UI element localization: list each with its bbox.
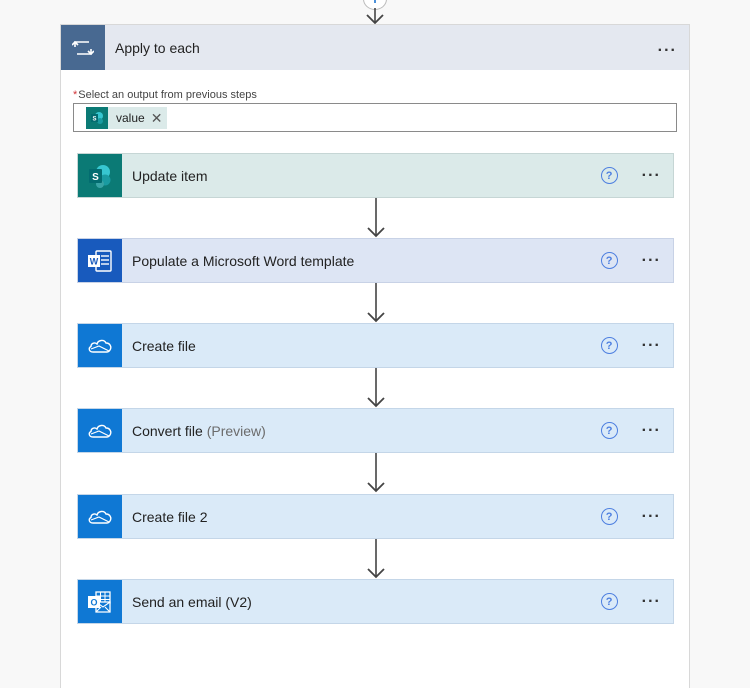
- token-label: value: [116, 111, 145, 125]
- required-marker: *: [73, 89, 78, 101]
- help-icon[interactable]: ?: [600, 508, 618, 525]
- remove-token-icon[interactable]: ✕: [150, 110, 163, 126]
- help-icon[interactable]: ?: [600, 422, 618, 439]
- onedrive-icon: [78, 495, 122, 538]
- output-select-input[interactable]: S value ✕: [73, 103, 677, 132]
- arrow-down-icon: [367, 453, 385, 493]
- preview-tag: (Preview): [206, 422, 266, 439]
- action-create-file-2[interactable]: Create file 2 ? ...: [77, 494, 674, 539]
- action-send-email[interactable]: O Send an email (V2) ? ...: [77, 579, 674, 624]
- action-title: Populate a Microsoft Word template: [132, 252, 355, 269]
- help-icon[interactable]: ?: [600, 593, 618, 610]
- scope-header[interactable]: Apply to each ...: [61, 25, 689, 70]
- action-title: Convert file (Preview): [132, 422, 266, 439]
- more-options-button[interactable]: ...: [641, 417, 661, 435]
- action-create-file[interactable]: Create file ? ...: [77, 323, 674, 368]
- help-icon[interactable]: ?: [600, 252, 618, 269]
- help-icon[interactable]: ?: [600, 167, 618, 184]
- arrow-down-icon: [366, 8, 384, 24]
- more-options-button[interactable]: ...: [641, 332, 661, 350]
- sharepoint-icon: S: [78, 154, 122, 197]
- arrow-down-icon: [367, 539, 385, 579]
- arrow-down-icon: [367, 283, 385, 323]
- svg-text:O: O: [90, 597, 97, 607]
- value-token[interactable]: S value ✕: [86, 107, 168, 129]
- more-options-button[interactable]: ...: [641, 247, 661, 265]
- svg-text:S: S: [92, 117, 96, 123]
- scope-title: Apply to each: [115, 39, 200, 56]
- action-update-item[interactable]: S Update item ? ...: [77, 153, 674, 198]
- arrow-down-icon: [367, 198, 385, 238]
- more-options-button[interactable]: ...: [657, 38, 677, 55]
- more-options-button[interactable]: ...: [641, 588, 661, 606]
- action-populate-word-template[interactable]: W Populate a Microsoft Word template ? .…: [77, 238, 674, 283]
- svg-text:W: W: [90, 256, 99, 266]
- action-title: Create file: [132, 337, 196, 354]
- field-label: *Select an output from previous steps: [73, 89, 257, 101]
- loop-icon: [61, 25, 105, 70]
- outlook-icon: O: [78, 580, 122, 623]
- apply-to-each-scope: Apply to each ... *Select an output from…: [60, 24, 690, 688]
- help-icon[interactable]: ?: [600, 337, 618, 354]
- more-options-button[interactable]: ...: [641, 162, 661, 180]
- sharepoint-icon: S: [86, 107, 108, 129]
- onedrive-icon: [78, 409, 122, 452]
- more-options-button[interactable]: ...: [641, 503, 661, 521]
- action-convert-file[interactable]: Convert file (Preview) ? ...: [77, 408, 674, 453]
- action-title: Send an email (V2): [132, 593, 252, 610]
- arrow-down-icon: [367, 368, 385, 408]
- word-icon: W: [78, 239, 122, 282]
- action-title: Update item: [132, 167, 208, 184]
- action-title: Create file 2: [132, 508, 208, 525]
- svg-text:S: S: [92, 172, 99, 183]
- onedrive-icon: [78, 324, 122, 367]
